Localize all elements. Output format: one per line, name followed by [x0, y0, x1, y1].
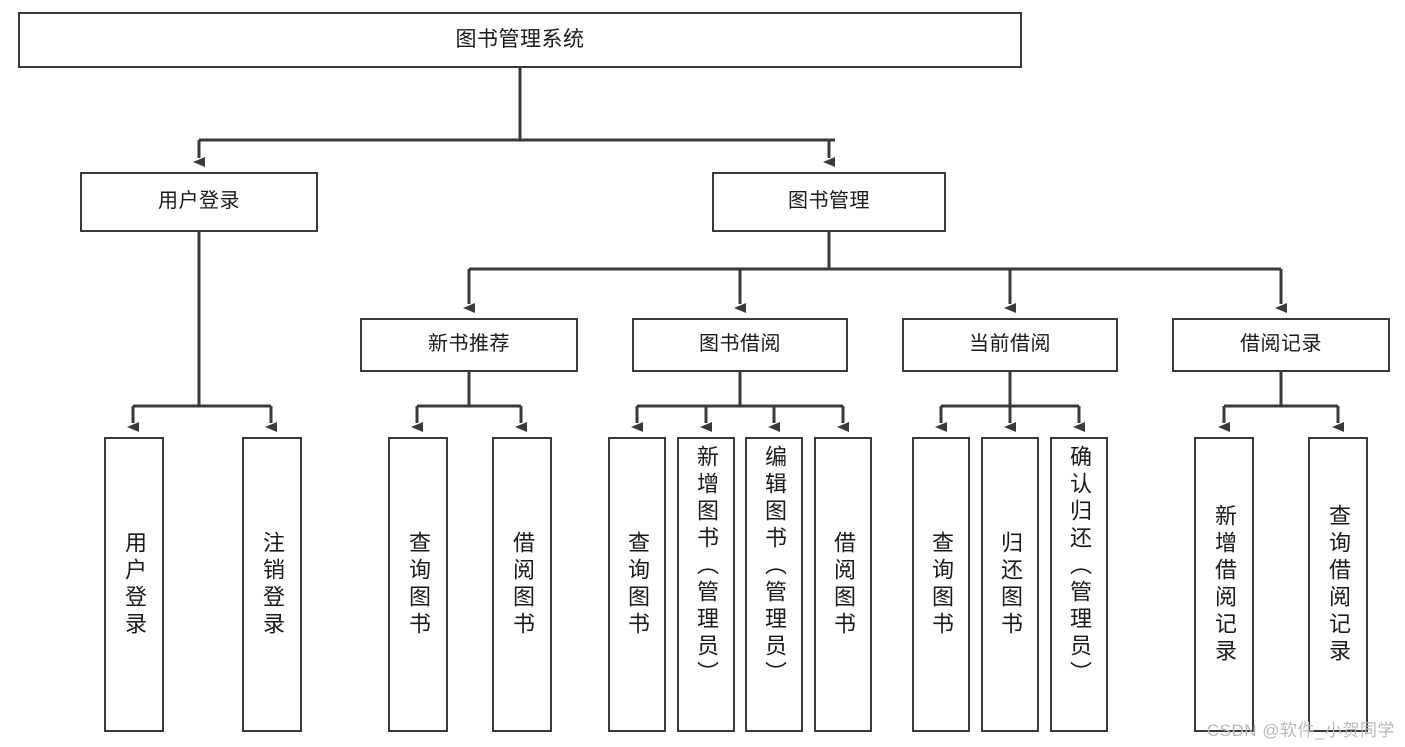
leaf-label: 新增借阅记录: [1211, 503, 1237, 666]
leaf-query-borrow-record[interactable]: 查询借阅记录: [1308, 437, 1368, 732]
leaf-label: 查询图书: [928, 530, 954, 639]
node-label: 新书推荐: [428, 333, 510, 356]
leaf-add-borrow-record[interactable]: 新增借阅记录: [1194, 437, 1254, 732]
node-current-borrow[interactable]: 当前借阅: [902, 318, 1118, 372]
leaf-label: 查询图书: [405, 530, 431, 639]
leaf-user-login[interactable]: 用户登录: [104, 437, 164, 732]
leaf-return-book[interactable]: 归还图书: [981, 437, 1039, 732]
node-book-manage[interactable]: 图书管理: [712, 172, 946, 232]
leaf-label: 借阅图书: [830, 530, 856, 639]
node-label: 借阅记录: [1240, 333, 1322, 356]
leaf-label: 注销登录: [259, 530, 285, 639]
leaf-label: 确认归还（管理员）: [1066, 445, 1092, 688]
leaf-label: 归还图书: [997, 530, 1023, 639]
leaf-label: 新增图书（管理员）: [693, 445, 719, 688]
node-label: 图书管理系统: [455, 27, 585, 51]
node-user-login[interactable]: 用户登录: [80, 172, 318, 232]
leaf-add-book[interactable]: 新增图书（管理员）: [677, 437, 735, 732]
leaf-borrow-book-recommend[interactable]: 借阅图书: [492, 437, 552, 732]
leaf-confirm-return[interactable]: 确认归还（管理员）: [1050, 437, 1108, 732]
node-label: 图书管理: [788, 190, 870, 213]
node-new-recommend[interactable]: 新书推荐: [360, 318, 578, 372]
leaf-query-book-recommend[interactable]: 查询图书: [388, 437, 448, 732]
node-label: 用户登录: [158, 190, 240, 213]
leaf-label: 查询借阅记录: [1325, 503, 1351, 666]
leaf-label: 用户登录: [121, 530, 147, 639]
leaf-query-book-borrow[interactable]: 查询图书: [608, 437, 666, 732]
node-borrow-record[interactable]: 借阅记录: [1172, 318, 1390, 372]
csdn-watermark: CSDN @软件_小贺同学: [1206, 721, 1395, 740]
node-root-system[interactable]: 图书管理系统: [18, 12, 1022, 68]
leaf-label: 编辑图书（管理员）: [761, 445, 787, 688]
leaf-label: 借阅图书: [509, 530, 535, 639]
node-book-borrow[interactable]: 图书借阅: [632, 318, 848, 372]
leaf-borrow-book[interactable]: 借阅图书: [814, 437, 872, 732]
leaf-edit-book[interactable]: 编辑图书（管理员）: [745, 437, 803, 732]
node-label: 图书借阅: [699, 333, 781, 356]
leaf-query-book-current[interactable]: 查询图书: [912, 437, 970, 732]
leaf-label: 查询图书: [624, 530, 650, 639]
leaf-logout-login[interactable]: 注销登录: [242, 437, 302, 732]
node-label: 当前借阅: [969, 333, 1051, 356]
